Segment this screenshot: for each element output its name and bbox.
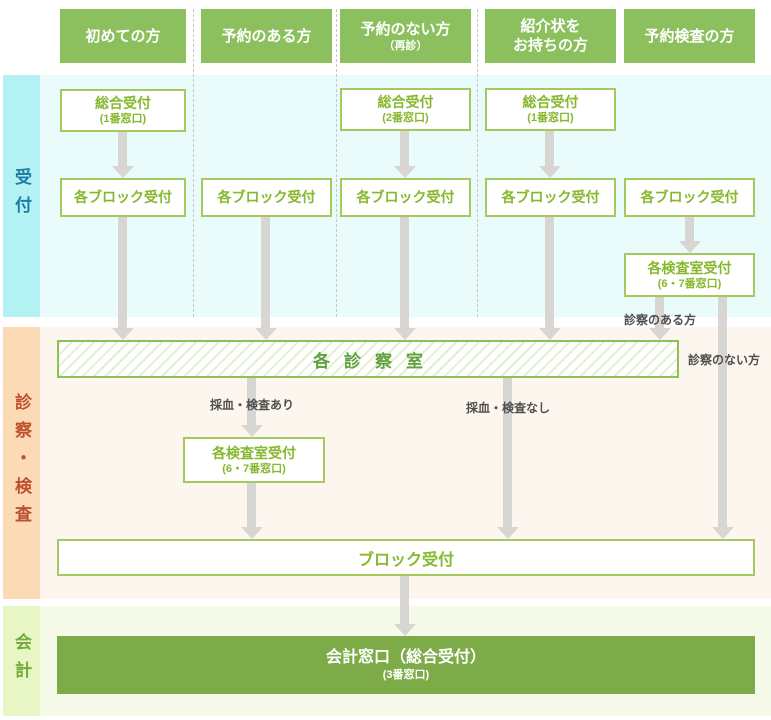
node-block-reception-col3: 各ブロック受付 <box>340 178 471 217</box>
node-title: 各ブロック受付 <box>74 189 172 205</box>
node-title: 各ブロック受付 <box>356 189 455 205</box>
node-title: 総合受付 <box>95 95 151 111</box>
down-arrow-with-consult <box>649 297 671 340</box>
down-arrow-without-tests <box>497 378 519 539</box>
node-subtitle: (2番窓口) <box>382 112 429 124</box>
node-subtitle: (6・7番窓口) <box>657 277 722 290</box>
down-arrow-with-tests <box>241 378 263 437</box>
flow-label-without-tests: 採血・検査なし <box>465 401 550 415</box>
column-separator <box>477 9 478 317</box>
flow-label-with-tests: 採血・検査あり <box>209 398 294 412</box>
column-header-no-appointment: 予約のない方 （再診） <box>340 9 471 63</box>
node-block-reception-col4: 各ブロック受付 <box>485 178 616 217</box>
down-arrow <box>394 576 416 636</box>
column-separator <box>336 9 337 317</box>
node-cashier: 会計窓口（総合受付） (3番窓口) <box>57 636 755 694</box>
node-general-reception-window1-col1: 総合受付 (1番窓口) <box>60 89 186 132</box>
section-label-reception: 受付 <box>12 168 31 224</box>
down-arrow <box>679 217 701 253</box>
node-subtitle: (1番窓口) <box>99 113 147 125</box>
section-label-payment: 会計 <box>12 633 31 689</box>
reception-section-strip <box>3 75 40 317</box>
down-arrow <box>112 131 134 178</box>
column-header-first-visit: 初めての方 <box>60 9 186 63</box>
node-title: 総合受付 <box>377 94 434 110</box>
node-title: 会計窓口（総合受付） <box>325 649 486 666</box>
down-arrow <box>394 131 416 178</box>
column-header-label: 初めての方 <box>85 27 161 45</box>
column-header-label: 予約検査の方 <box>644 27 735 45</box>
down-arrow <box>112 217 134 340</box>
section-label-exam: 診察・検査 <box>12 393 31 533</box>
node-title: 各ブロック受付 <box>501 189 600 205</box>
exam-section-strip <box>3 327 40 599</box>
node-title: 各ブロック受付 <box>217 189 316 205</box>
node-title: ブロック受付 <box>357 551 454 569</box>
column-header-label: 紹介状を <box>520 18 581 35</box>
down-arrow <box>539 217 561 340</box>
down-arrow <box>539 131 561 178</box>
node-block-reception-col1: 各ブロック受付 <box>60 178 186 217</box>
down-arrow-without-consult <box>712 297 734 539</box>
flow-label-without-consult: 診察のない方 <box>687 353 760 367</box>
node-title: 各ブロック受付 <box>640 189 739 205</box>
node-title: 各診察室 <box>313 351 437 371</box>
down-arrow <box>394 217 416 340</box>
node-title: 総合受付 <box>522 94 579 110</box>
column-header-referral-letter: 紹介状を お持ちの方 <box>485 9 616 63</box>
node-block-desk: ブロック受付 <box>57 539 755 576</box>
column-header-label: 予約のある方 <box>221 27 312 45</box>
down-arrow <box>255 217 277 340</box>
column-header-with-appointment: 予約のある方 <box>201 9 332 63</box>
node-general-reception-window2-col3: 総合受付 (2番窓口) <box>340 88 471 131</box>
column-header-scheduled-tests: 予約検査の方 <box>624 9 755 63</box>
node-subtitle: (6・7番窓口) <box>222 462 286 475</box>
node-block-reception-col2: 各ブロック受付 <box>201 178 332 217</box>
node-block-reception-col5: 各ブロック受付 <box>624 178 755 217</box>
node-lab-reception-mid: 各検査室受付 (6・7番窓口) <box>183 437 325 483</box>
column-separator <box>193 9 194 317</box>
node-exam-rooms: 各診察室 <box>57 340 679 378</box>
column-header-sublabel: （再診） <box>383 39 428 52</box>
flow-label-with-consult: 診察のある方 <box>623 313 696 327</box>
down-arrow <box>241 483 263 539</box>
node-general-reception-window1-col4: 総合受付 (1番窓口) <box>485 88 616 131</box>
payment-section-strip <box>3 606 40 716</box>
node-title: 各検査室受付 <box>647 259 732 276</box>
node-lab-reception-top: 各検査室受付 (6・7番窓口) <box>624 253 755 297</box>
column-header-label: 予約のない方 <box>360 20 451 38</box>
node-subtitle: (3番窓口) <box>382 669 430 681</box>
node-subtitle: (1番窓口) <box>527 112 574 124</box>
column-header-sublabel: お持ちの方 <box>512 37 588 54</box>
node-title: 各検査室受付 <box>212 444 296 461</box>
